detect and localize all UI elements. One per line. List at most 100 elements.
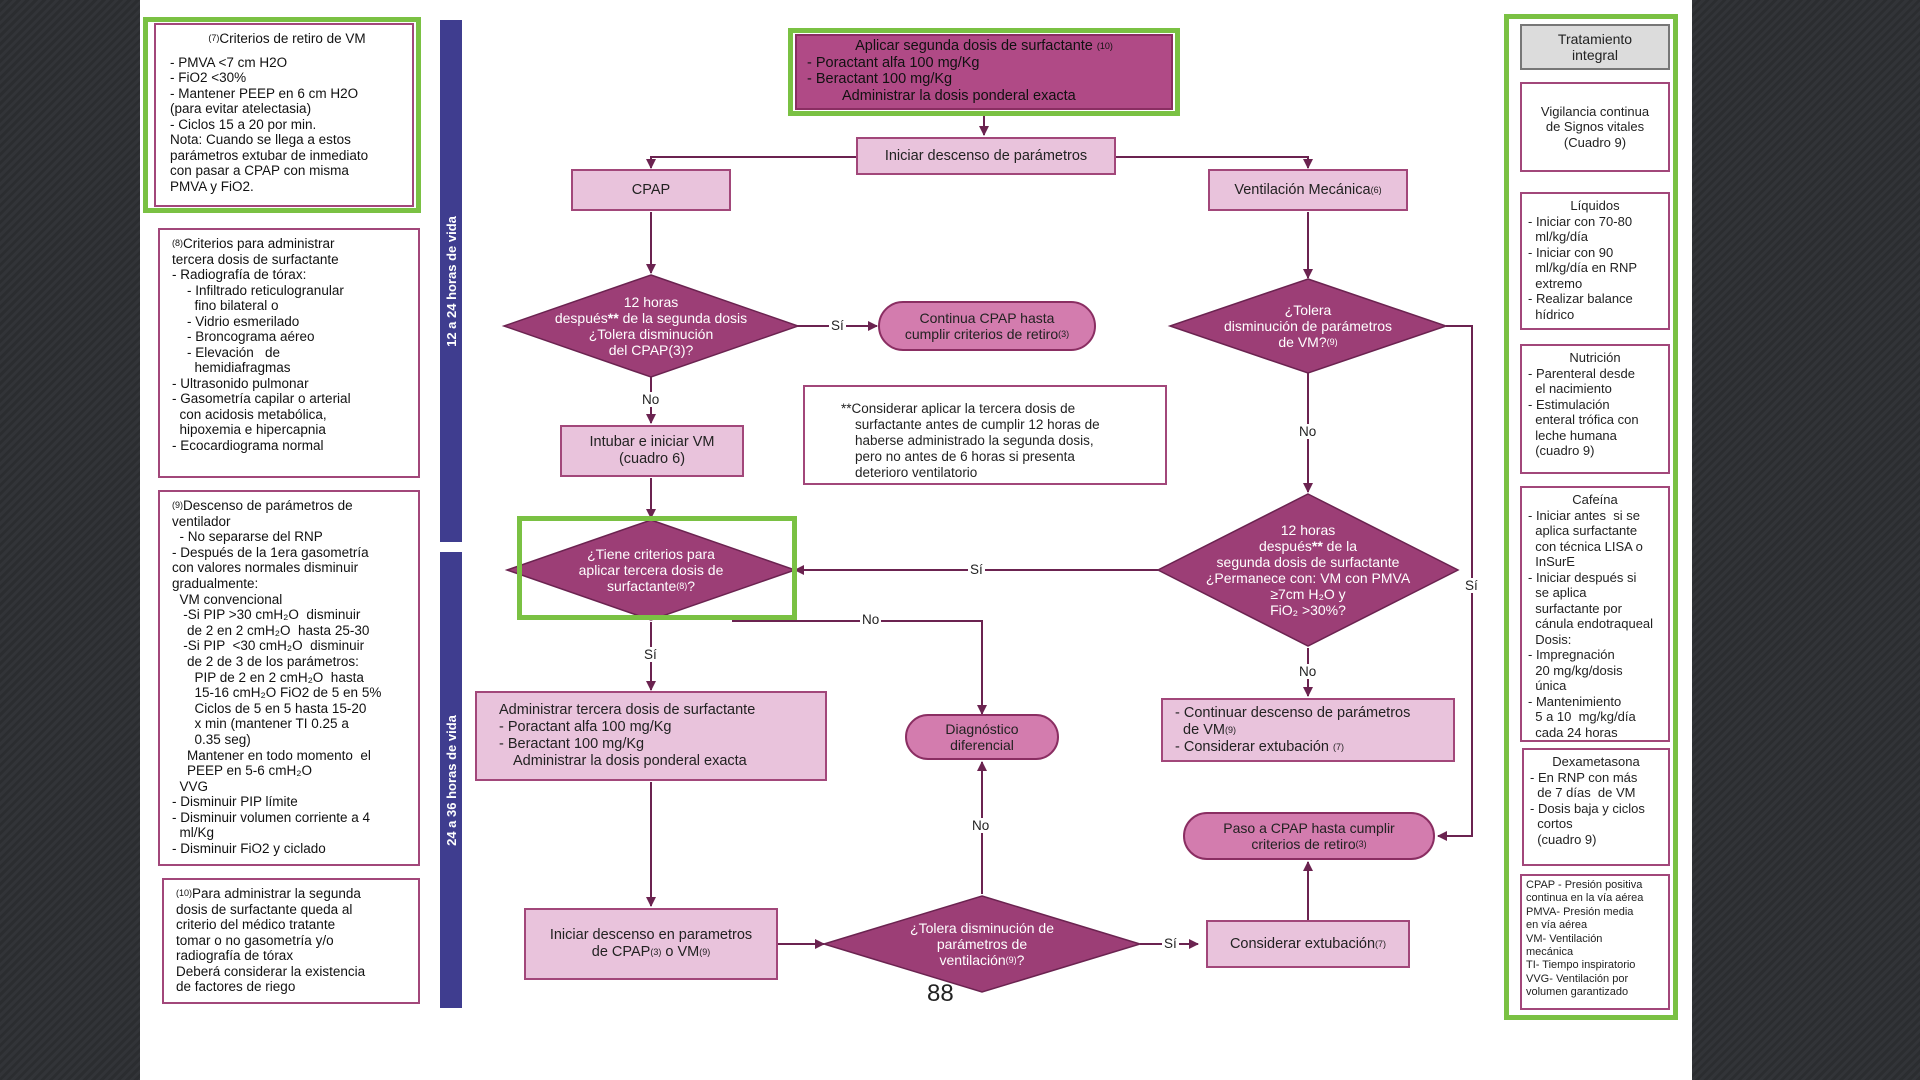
segunda-dosis-line: Administrar la dosis ponderal exacta: [842, 87, 1076, 104]
note9-line: - Disminuir volumen corriente a 4: [172, 809, 371, 825]
note9-line: con valores normales disminuir: [172, 560, 359, 576]
dvent-l3b: ?: [1016, 952, 1025, 968]
label-si-cpap: Sí: [829, 318, 846, 333]
administrar-l2: - Poractant alfa 100 mg/Kg: [499, 719, 672, 735]
highlight-tercera-dosis: [517, 516, 797, 620]
vm-sup: (6): [1370, 184, 1382, 195]
box-cpap: CPAP: [571, 169, 731, 211]
box-considerar-extubacion: Considerar extubación(7): [1206, 920, 1410, 968]
cafeina-line: - Iniciar después si: [1528, 569, 1637, 585]
timeline-bar-24-36: 24 a 36 horas de vida: [440, 552, 462, 1008]
note10-sup: (10): [176, 888, 193, 898]
d12h-l3: segunda dosis de surfactante: [1216, 554, 1400, 570]
highlight-note7: [143, 17, 421, 213]
liquidos-line: - Iniciar con 90: [1528, 244, 1614, 260]
box-iniciar-descenso-bottom: Iniciar descenso en parametros de CPAP(3…: [524, 908, 778, 980]
nutricion-line: leche humana: [1528, 427, 1617, 443]
note8-line: - Elevación de: [172, 344, 281, 360]
note10-line: de factores de riego: [176, 979, 296, 994]
note9-line: Ciclos de 5 en 5 hasta 15-20: [172, 700, 367, 716]
iniciar-descenso-label: Iniciar descenso de parámetros: [884, 147, 1088, 164]
note9-line: de 2 en 2 cmH₂O hasta 25-30: [172, 622, 370, 638]
liquidos-line: extremo: [1528, 275, 1583, 291]
note8-line: - Radiografía de tórax:: [172, 267, 307, 282]
continua-cpap-sup: (3): [1058, 329, 1070, 339]
note8-line: - Vidrio esmerilado: [172, 313, 300, 329]
vm-label: Ventilación Mecánica: [1234, 181, 1371, 198]
glosario-line: CPAP - Presión positiva: [1526, 879, 1643, 891]
d12h-l2c: de la: [1322, 538, 1358, 554]
nutricion-line: el nacimiento: [1528, 381, 1612, 396]
cafeina-line: - Mantenimiento: [1528, 693, 1622, 709]
d12h-l4: ¿Permanece con: VM con PMVA: [1205, 570, 1411, 586]
continuar-l2: de VM: [1175, 721, 1225, 738]
iniciar-bottom-l1: Iniciar descenso en parametros: [549, 927, 753, 943]
nutricion-line: - Estimulación: [1528, 396, 1610, 412]
note-star-l4: pero no antes de 6 horas si presenta: [855, 449, 1075, 464]
box-intubar: Intubar e iniciar VM (cuadro 6): [560, 425, 744, 477]
segunda-dosis-sup: (10): [1096, 41, 1113, 51]
right-nutricion: Nutrición - Parenteral desde el nacimien…: [1520, 344, 1670, 474]
box-ventilacion-mecanica: Ventilación Mecánica(6): [1208, 169, 1408, 211]
vigilancia-line: de Signos vitales: [1545, 119, 1645, 135]
box-segunda-dosis: Aplicar segunda dosis de surfactante (10…: [795, 34, 1173, 110]
continuar-l3: - Considerar extubación: [1175, 738, 1333, 755]
note7-line: parámetros extubar de inmediato: [170, 147, 369, 163]
d12h-l1: 12 horas: [1280, 522, 1336, 538]
liquidos-line: ml/kg/día: [1528, 229, 1588, 244]
glosario-line: mecánica: [1526, 946, 1574, 959]
note7-line: - PMVA <7 cm H2O: [170, 54, 288, 70]
liquidos-line: hídrico: [1528, 306, 1575, 322]
paso-l1: Paso a CPAP hasta cumplir: [1223, 820, 1395, 836]
flow-connectors: [501, 115, 1473, 993]
note8-line: tercera dosis de surfactante: [172, 251, 339, 267]
nutricion-title: Nutrición: [1569, 350, 1621, 365]
note10-line: criterio del médico tratante: [176, 917, 336, 932]
segunda-dosis-line: - Poractant alfa 100 mg/Kg: [807, 54, 980, 71]
decision-diamond-cpap: [501, 274, 801, 378]
continua-cpap-l1: Continua CPAP hasta: [919, 310, 1055, 326]
right-dexametasona: Dexametasona - En RNP con más de 7 días …: [1522, 748, 1670, 866]
highlight-right-panel: [1504, 14, 1678, 1020]
cafeina-line: InSurE: [1528, 554, 1575, 569]
cafeina-line: cada 24 horas: [1528, 724, 1618, 740]
cafeina-line: única: [1528, 678, 1567, 693]
cafeina-line: 5 a 10 mg/kg/día: [1528, 709, 1636, 724]
dcpap-l2b: **: [607, 310, 619, 326]
box-iniciar-descenso: Iniciar descenso de parámetros: [856, 137, 1116, 175]
decision-diamond-tercera: [504, 519, 798, 621]
administrar-l1: Administrar tercera dosis de surfactante: [499, 702, 756, 718]
dexametasona-line: - En RNP con más: [1530, 769, 1638, 785]
dvent-l2: parámetros de: [936, 936, 1028, 952]
segunda-dosis-line: - Beractant 100 mg/Kg: [807, 71, 953, 87]
label-no-vent: No: [970, 818, 992, 833]
intubar-l2: (cuadro 6): [618, 451, 686, 467]
note10-line: dosis de surfactante queda al: [176, 901, 353, 917]
note7-line: Nota: Cuando se llega a estos: [170, 132, 351, 147]
intubar-l1: Intubar e iniciar VM: [589, 434, 715, 450]
d12h-l5: ≥7cm H₂O y: [1270, 586, 1346, 602]
note9-line: PIP de 2 en 2 cmH₂O hasta: [172, 669, 364, 685]
cafeina-title: Cafeína: [1572, 492, 1618, 507]
label-no-tolera-vm: No: [1297, 424, 1319, 439]
note8-line: hipoxemia e hipercapnia: [172, 422, 326, 437]
dtercera-l2: aplicar tercera dosis de: [578, 562, 724, 578]
diagnostico-l1: Diagnóstico: [945, 721, 1019, 737]
label-no-tercera: No: [860, 612, 882, 627]
liquidos-title: Líquidos: [1570, 198, 1620, 213]
note8-line: hemidiafragmas: [172, 360, 291, 375]
note9-line: gradualmente:: [172, 575, 259, 591]
box-administrar-tercera: Administrar tercera dosis de surfactante…: [475, 691, 827, 781]
note9-line: 0.35 seg): [172, 731, 251, 747]
note8-line: fino bilateral o: [172, 298, 279, 313]
considerar-l1: Considerar extubación: [1229, 935, 1376, 952]
decision-tolera-vent-text: ¿Tolera disminución de parámetros de ven…: [868, 914, 1096, 974]
right-vigilancia: Vigilancia continua de Signos vitales (C…: [1520, 82, 1670, 172]
decision-tercera-text: ¿Tiene criterios para aplicar tercera do…: [552, 540, 750, 600]
note9-line: VVG: [172, 778, 209, 794]
cafeina-line: aplica surfactante: [1528, 523, 1638, 538]
slide: (7)Criterios de retiro de VM - PMVA <7 c…: [140, 0, 1692, 1080]
note9-line: - Disminuir FiO2 y ciclado: [172, 841, 326, 857]
vigilancia-line: Vigilancia continua: [1540, 103, 1650, 119]
dcpap-l4: del CPAP(3)?: [608, 342, 694, 358]
